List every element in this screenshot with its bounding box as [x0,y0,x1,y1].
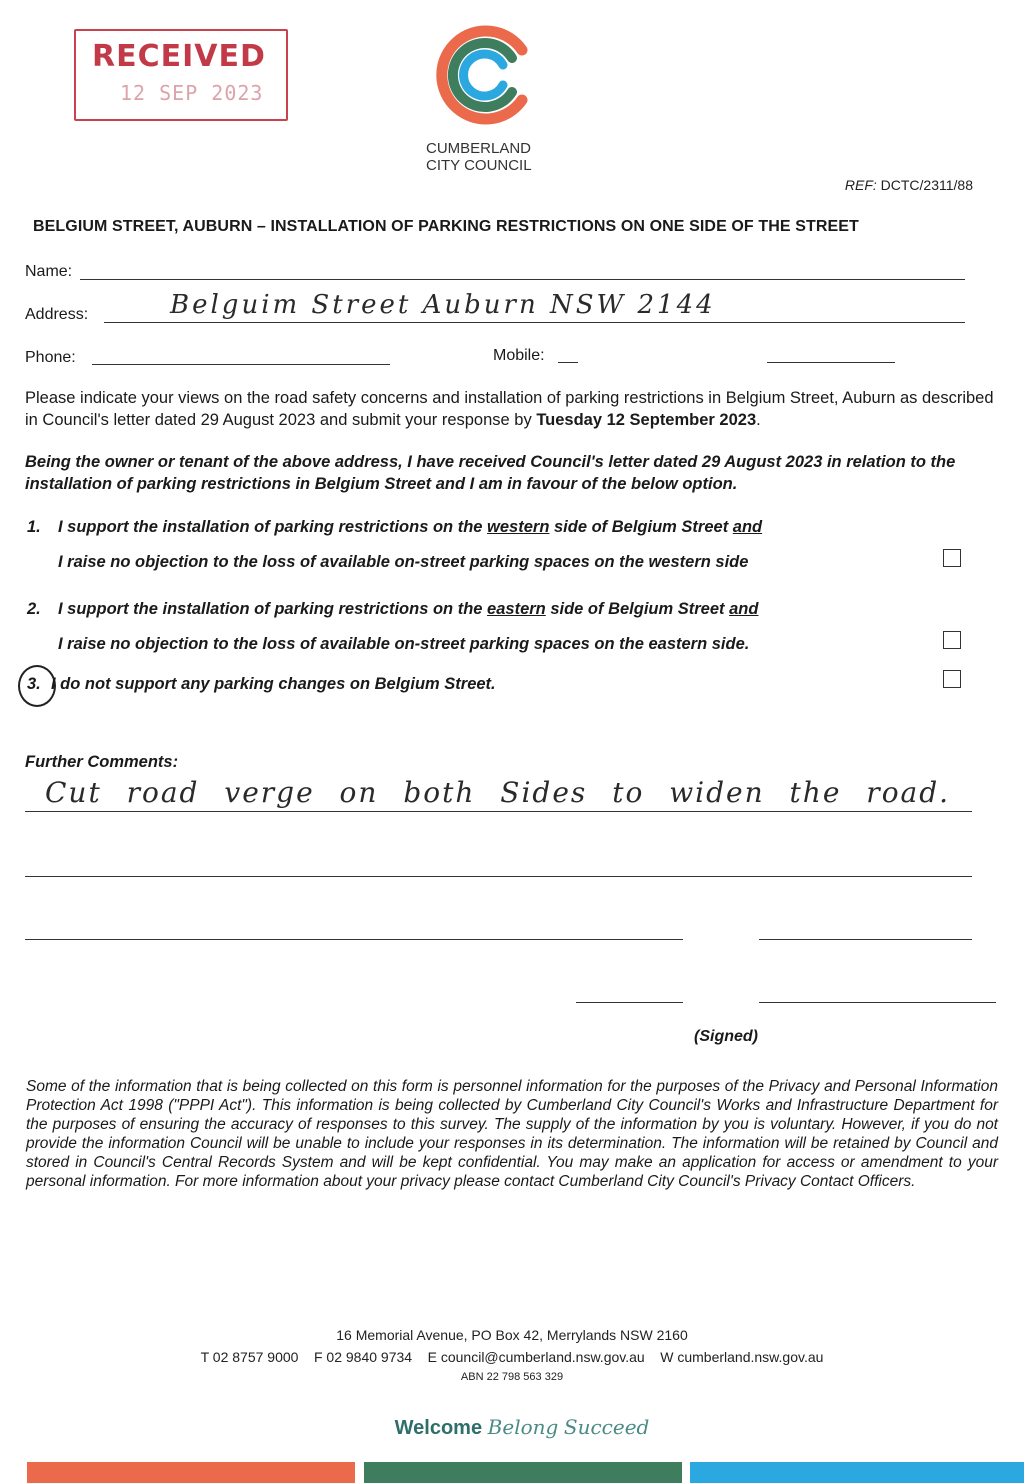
footer-abn: ABN 22 798 563 329 [460,1371,564,1383]
option-2-number: 2. [27,600,41,618]
ref-value: DCTC/2311/88 [880,177,973,193]
intro-end: . [756,411,761,429]
option-1-line2: I raise no objection to the loss of avai… [58,553,749,571]
name-field[interactable] [80,279,965,280]
reference: REF: DCTC/2311/88 [845,177,973,193]
council-logo-icon [436,25,528,125]
address-value: Belguim Street Auburn NSW 2144 [170,290,716,320]
comments-value: Cut road verge on both Sides to widen th… [45,776,951,809]
option-2-line2: I raise no objection to the loss of avai… [58,635,750,653]
council-name: CUMBERLAND CITY COUNCIL [426,140,532,174]
address-label: Address: [25,306,89,323]
council-name-line2: CITY COUNCIL [426,157,532,174]
intro-deadline: Tuesday 12 September 2023 [536,411,757,429]
received-stamp: RECEIVED 12 SEP 2023 [74,29,288,163]
option-1-pre: I support the installation of parking re… [58,518,488,536]
slogan-welcome: Welcome [394,1417,483,1439]
signature-line-b[interactable] [759,1002,996,1003]
option-3-handwritten-circle [18,665,56,707]
phone-label: Phone: [25,349,76,366]
footer-address: 16 Memorial Avenue, PO Box 42, Merryland… [336,1327,688,1343]
intro-paragraph: Please indicate your views on the road s… [25,387,1000,431]
option-1-number: 1. [27,518,41,536]
stamp-title: RECEIVED [92,39,266,74]
footer-bar-orange [27,1462,355,1483]
council-name-line1: CUMBERLAND [426,140,532,157]
footer-bar-green [364,1462,682,1483]
option-3-checkbox[interactable] [943,670,961,688]
comments-line-2[interactable] [25,876,972,877]
option-1-and: and [732,518,763,536]
mobile-field-end[interactable] [767,362,895,363]
option-2-post: side of Belgium Street [545,600,730,618]
mobile-field-start[interactable] [558,362,578,363]
option-1-side: western [487,518,550,536]
signature-line-a[interactable] [576,1002,683,1003]
privacy-statement: Some of the information that is being co… [26,1078,998,1190]
comments-line-3a[interactable] [25,939,683,940]
comments-label: Further Comments: [25,753,179,771]
document-title: BELGIUM STREET, AUBURN – INSTALLATION OF… [33,218,859,235]
option-2-side: eastern [487,600,546,618]
comments-line-1[interactable] [25,811,972,812]
footer-contacts: T 02 8757 9000 F 02 9840 9734 E council@… [200,1349,824,1365]
intro-text: Please indicate your views on the road s… [25,389,994,429]
mobile-label: Mobile: [493,347,545,364]
name-label: Name: [25,263,73,280]
footer-bar-blue [690,1462,1024,1483]
stamp-border [74,29,288,121]
option-3-text: I do not support any parking changes on … [51,675,496,693]
stamp-date: 12 SEP 2023 [120,81,264,105]
option-2-pre: I support the installation of parking re… [58,600,488,618]
slogan-succeed: Succeed [563,1415,650,1439]
slogan-belong: Belong [487,1415,559,1439]
option-3-number: 3. [27,675,41,693]
address-field[interactable] [104,322,965,323]
comments-line-3b[interactable] [759,939,972,940]
signed-label: (Signed) [694,1028,758,1045]
declaration: Being the owner or tenant of the above a… [25,453,956,493]
option-1-post: side of Belgium Street [549,518,733,536]
phone-field[interactable] [92,364,390,365]
ref-label: REF: [844,177,877,193]
footer-slogan: Welcome Belong Succeed [0,1415,1024,1440]
option-2-and: and [729,600,759,618]
option-1-checkbox[interactable] [943,549,961,567]
option-1-line1: I support the installation of parking re… [58,518,762,537]
option-2-line1: I support the installation of parking re… [58,600,758,619]
option-2-checkbox[interactable] [943,631,961,649]
